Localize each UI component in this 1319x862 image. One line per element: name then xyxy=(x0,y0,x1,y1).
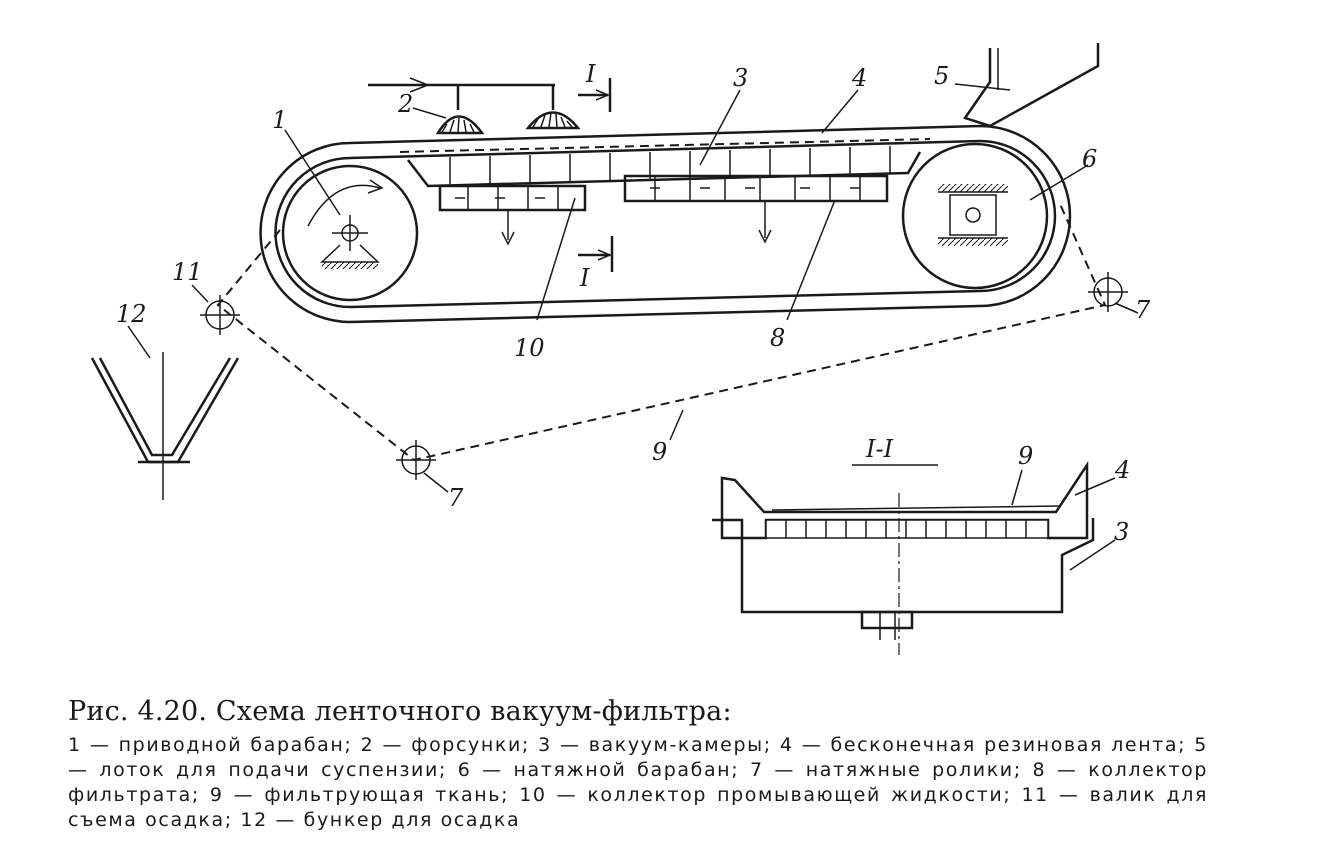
tension-roller-right xyxy=(1088,272,1128,312)
label-6: 6 xyxy=(1082,145,1097,173)
label-5: 5 xyxy=(934,62,949,90)
wash-liquid-collector xyxy=(438,184,587,246)
vacuum-filter-diagram: 1 2 3 4 5 6 7 7 8 9 10 11 12 I I I-I 9 4… xyxy=(90,43,1151,655)
cake-removal-roller xyxy=(200,295,240,335)
vacuum-chambers xyxy=(407,146,922,188)
drive-drum xyxy=(281,164,419,302)
label-2: 2 xyxy=(397,90,413,118)
slurry-feed-chute xyxy=(963,43,1100,128)
section-label-4: 4 xyxy=(1114,456,1130,484)
spray-nozzles xyxy=(368,77,581,135)
section-mark xyxy=(578,78,614,272)
label-9: 9 xyxy=(652,438,667,466)
label-12: 12 xyxy=(116,300,147,328)
label-8: 8 xyxy=(770,324,785,352)
section-label-9: 9 xyxy=(1018,442,1033,470)
label-1: 1 xyxy=(272,106,287,134)
label-7-right: 7 xyxy=(1135,296,1151,324)
tension-drum xyxy=(901,142,1049,290)
cake-hopper xyxy=(90,352,240,500)
label-10: 10 xyxy=(514,334,545,362)
section-mark-top: I xyxy=(585,60,596,88)
leader-lines xyxy=(127,83,1139,571)
filtrate-collector xyxy=(623,174,889,244)
label-11: 11 xyxy=(172,258,203,286)
label-3: 3 xyxy=(733,64,748,92)
figure-title: Рис. 4.20. Схема ленточного вакуум-фильт… xyxy=(68,696,732,727)
rubber-belt xyxy=(259,124,1072,324)
section-mark-bottom: I xyxy=(579,264,590,292)
section-view xyxy=(712,460,1095,655)
figure-caption: Рис. 4.20. Схема ленточного вакуум-фильт… xyxy=(68,696,1208,833)
section-title: I-I xyxy=(865,435,894,463)
label-4: 4 xyxy=(851,64,867,92)
label-7-left: 7 xyxy=(448,484,464,512)
section-label-3: 3 xyxy=(1114,518,1129,546)
figure-legend: 1 — приводной барабан; 2 — форсунки; 3 —… xyxy=(68,734,1208,831)
tension-roller-left xyxy=(396,440,436,480)
